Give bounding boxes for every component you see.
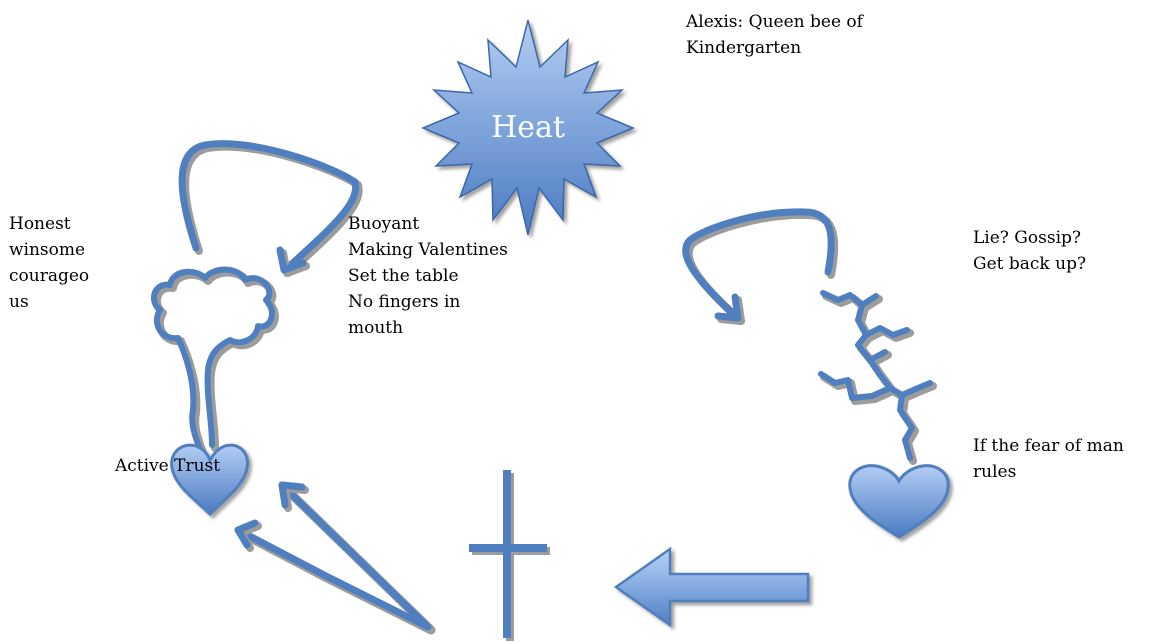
alexis-note: Alexis: Queen bee of Kindergarten xyxy=(686,9,863,61)
alexis-line-1: Alexis: Queen bee of xyxy=(686,9,863,35)
healthy-tree xyxy=(154,270,275,453)
buoyant-line-2: Making Valentines xyxy=(348,237,508,263)
buoyant-line-1: Buoyant xyxy=(348,211,508,237)
lie-line-1: Lie? Gossip? xyxy=(973,225,1086,251)
buoyant-line-4: No fingers in xyxy=(348,289,508,315)
honest-line-1: Honest xyxy=(9,211,89,237)
cross xyxy=(469,470,550,641)
honest-line-2: winsome xyxy=(9,237,89,263)
fear-line-2: rules xyxy=(973,459,1124,485)
heat-label: Heat xyxy=(468,108,588,148)
fear-heart xyxy=(850,466,948,537)
buoyant-line-5: mouth xyxy=(348,315,508,341)
lie-line-2: Get back up? xyxy=(973,251,1086,277)
buoyant-line-3: Set the table xyxy=(348,263,508,289)
fear-note: If the fear of man rules xyxy=(973,433,1124,485)
honest-line-3: courageo xyxy=(9,263,89,289)
buoyant-note: Buoyant Making Valentines Set the table … xyxy=(348,211,508,341)
alexis-line-2: Kindergarten xyxy=(686,35,863,61)
right-loop-arrow xyxy=(686,212,835,321)
fear-line-1: If the fear of man xyxy=(973,433,1124,459)
left-loop-arrow xyxy=(182,144,359,273)
v-arrows xyxy=(238,485,431,630)
active-trust-label: Active Trust xyxy=(115,453,220,479)
lie-note: Lie? Gossip? Get back up? xyxy=(973,225,1086,277)
honest-line-4: us xyxy=(9,289,89,315)
block-arrow-left xyxy=(616,549,808,625)
withered-tree xyxy=(821,293,933,461)
honest-note: Honest winsome courageo us xyxy=(9,211,89,315)
